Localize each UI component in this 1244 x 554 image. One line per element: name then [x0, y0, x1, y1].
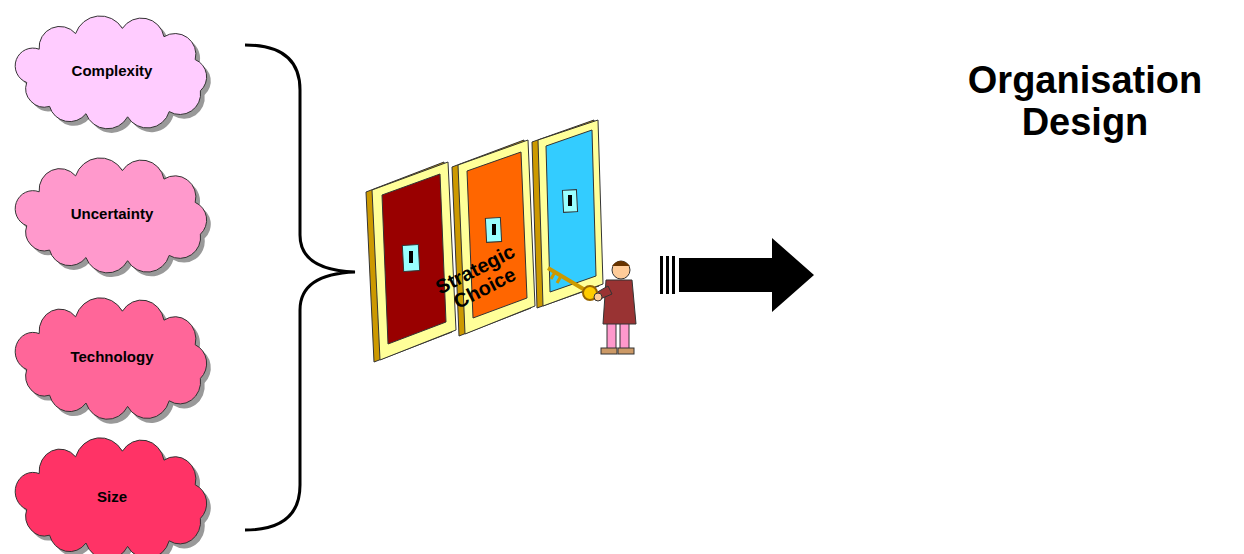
cloud-node: Complexity	[8, 18, 216, 122]
cloud-node: Size	[8, 440, 216, 552]
cloud-label: Technology	[8, 300, 216, 412]
door-blue	[532, 120, 603, 308]
cloud-label: Size	[8, 440, 216, 552]
outcome-title: Organisation Design	[920, 60, 1244, 144]
block-arrow	[660, 238, 814, 312]
cloud-node: Technology	[8, 300, 216, 412]
cloud-label: Complexity	[8, 18, 216, 122]
door-red	[366, 162, 456, 362]
cloud-label: Uncertainty	[8, 160, 216, 266]
person-with-key	[548, 261, 636, 354]
cloud-node: Uncertainty	[8, 160, 216, 266]
curly-brace	[245, 45, 355, 530]
